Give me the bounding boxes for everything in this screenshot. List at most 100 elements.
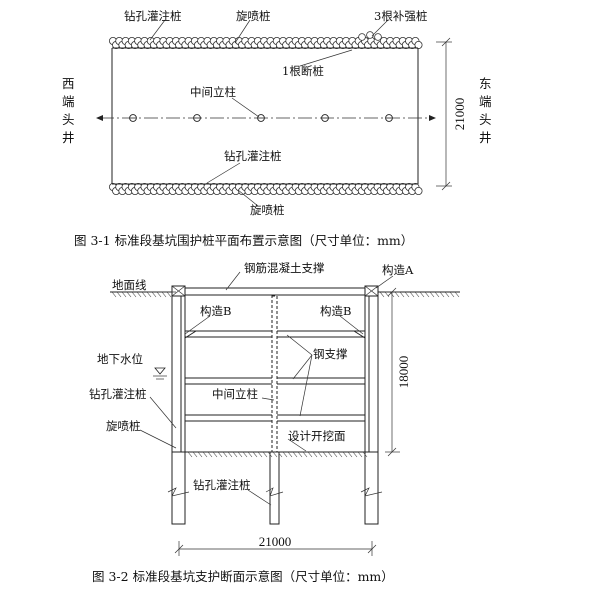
right-jet-grout-wall [368, 291, 379, 453]
excavation-hatch-mark [287, 451, 293, 458]
excavation-hatch [187, 451, 368, 458]
excavation-hatch-mark [337, 451, 343, 458]
leader-detail-b-right [339, 315, 364, 335]
break-marks [167, 487, 383, 497]
label-broken-pile: 1根断桩 [282, 64, 324, 78]
excavation-hatch-mark [357, 451, 363, 458]
width-dim-slash-bottom [441, 181, 451, 191]
leader-concrete-strut [225, 271, 241, 291]
strut1-knee-right [353, 330, 366, 339]
label-jet-grout-bottom: 旋喷桩 [250, 203, 285, 217]
label-groundwater: 地下水位 [97, 352, 143, 366]
excavation-hatch-mark [342, 451, 348, 458]
bottom-pile-row [109, 182, 423, 195]
leader-column [231, 97, 260, 118]
caption-fig-3-1: 图 3-1 标准段基坑围护桩平面布置示意图（尺寸单位：mm） [74, 233, 413, 248]
leader-detail-b-left [184, 315, 211, 335]
middle-column-pile [269, 451, 280, 525]
section-depth-dimension: 18000 [396, 356, 411, 389]
label-ground-line: 地面线 [112, 278, 147, 292]
label-detail-b-right: 构造B [320, 304, 351, 318]
excavation-hatch-mark [317, 451, 323, 458]
right-pile-toe [364, 451, 379, 525]
leader-bored-bottom [206, 162, 241, 184]
excavation-hatch-mark [197, 451, 203, 458]
excavation-hatch-mark [252, 451, 258, 458]
excavation-hatch-mark [192, 451, 198, 458]
concrete-strut [184, 287, 366, 296]
west-shaft-char-3: 头 [62, 112, 75, 127]
label-bored-pile-top: 钻孔灌注桩 [124, 9, 182, 23]
right-crown-cross-2 [364, 285, 379, 297]
label-concrete-strut: 钢筋混凝土支撑 [244, 261, 325, 275]
excavation-hatch-mark [297, 451, 303, 458]
section-width-slash-right [367, 544, 377, 554]
leader-jet-grout [139, 429, 177, 449]
label-detail-a: 构造A [382, 263, 414, 277]
top-pile-row [109, 37, 423, 50]
reinforce-pile-icon [366, 31, 374, 39]
left-jet-grout-wall [171, 291, 182, 453]
excavation-hatch-mark [272, 451, 278, 458]
west-shaft-char-1: 西 [62, 76, 75, 91]
hatch-mark [444, 291, 450, 298]
depth-dim-slash-top [387, 287, 397, 297]
hatch-mark [121, 291, 127, 298]
label-excavation-face: 设计开挖面 [288, 429, 346, 443]
excavation-hatch-mark [242, 451, 248, 458]
hatch-mark [429, 291, 435, 298]
label-middle-column-section: 中间立柱 [212, 387, 258, 401]
leader-jet-top [234, 19, 251, 44]
pile-circle-icon-inner [414, 186, 423, 195]
reinforce-pile-icon [374, 33, 382, 41]
section-width-slash-left [174, 544, 184, 554]
east-shaft-char-3: 头 [479, 112, 492, 127]
east-shaft-char-4: 井 [479, 130, 492, 145]
hatch-mark [439, 291, 445, 298]
hatch-mark [399, 291, 405, 298]
hatch-mark [434, 291, 440, 298]
label-bored-pile-bottom: 钻孔灌注桩 [224, 149, 282, 163]
break-mark-right [360, 487, 383, 497]
axis-arrow-east [429, 115, 436, 121]
water-level-icon [153, 367, 167, 380]
excavation-hatch-mark [267, 451, 273, 458]
plan-view: 钻孔灌注桩 旋喷桩 3根补强桩 1根断桩 中间立柱 钻孔灌注桩 旋喷桩 西 端 … [62, 9, 492, 248]
label-detail-b-left: 构造B [200, 304, 231, 318]
hatch-mark [394, 291, 400, 298]
hatch-mark [449, 291, 455, 298]
label-bored-pile-bottom: 钻孔灌注桩 [193, 478, 251, 492]
excavation-hatch-mark [347, 451, 353, 458]
hatch-mark [131, 291, 137, 298]
leader-reinforce [371, 19, 389, 37]
excavation-hatch-mark [277, 451, 283, 458]
middle-columns [129, 114, 393, 122]
right-bored-pile [364, 291, 370, 453]
excavation-hatch-mark [202, 451, 208, 458]
excavation-hatch-mark [237, 451, 243, 458]
hatch-mark [409, 291, 415, 298]
hatch-mark [424, 291, 430, 298]
reinforce-piles [358, 31, 382, 41]
plan-width-dimension: 21000 [452, 98, 467, 131]
east-shaft-char-1: 东 [479, 76, 492, 91]
label-middle-column: 中间立柱 [190, 85, 236, 99]
leader-bored-pile [149, 396, 177, 429]
excavation-hatch-mark [262, 451, 268, 458]
left-bored-pile [180, 291, 186, 453]
hatch-mark [404, 291, 410, 298]
excavation-hatch-mark [187, 451, 193, 458]
excavation-hatch-mark [247, 451, 253, 458]
hatch-mark [111, 291, 117, 298]
depth-dim-slash-bottom [387, 447, 397, 457]
excavation-hatch-mark [327, 451, 333, 458]
excavation-hatch-mark [212, 451, 218, 458]
hatch-mark [454, 291, 460, 298]
leader-steel-1 [286, 334, 313, 356]
west-shaft-char-4: 井 [62, 130, 75, 145]
section-width-dimension: 21000 [259, 534, 292, 549]
excavation-hatch-mark [282, 451, 288, 458]
left-crown-cross-2 [171, 285, 186, 297]
